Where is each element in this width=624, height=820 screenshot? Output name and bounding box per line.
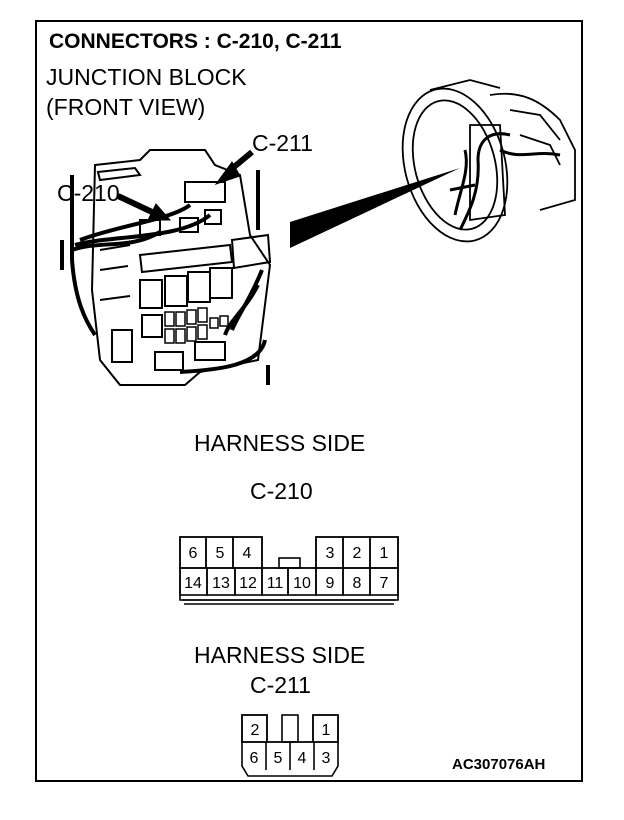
c210-pin-5: 5 <box>216 545 225 562</box>
callout-c210: C-210 <box>57 180 120 206</box>
figure-code: AC307076AH <box>452 756 546 773</box>
c211-pin-2: 2 <box>251 722 260 739</box>
c211-pin-6: 6 <box>250 750 259 767</box>
c210-pin-8: 8 <box>353 575 362 592</box>
c211-harness-side-label: HARNESS SIDE <box>194 642 366 668</box>
junction-block-label: JUNCTION BLOCK <box>46 64 247 90</box>
c210-pin-10: 10 <box>293 575 311 592</box>
c211-pin-5: 5 <box>274 750 283 767</box>
c210-pin-1: 1 <box>380 545 389 562</box>
c211-connector-name: C-211 <box>250 672 311 698</box>
callout-c211: C-211 <box>252 130 313 156</box>
page-title: CONNECTORS : C-210, C-211 <box>49 30 342 53</box>
front-view-label: (FRONT VIEW) <box>46 94 206 120</box>
c210-pin-11: 11 <box>267 575 284 592</box>
c211-pin-1: 1 <box>322 722 331 739</box>
c210-connector-name: C-210 <box>250 478 313 504</box>
c211-pin-3: 3 <box>322 750 331 767</box>
c210-pin-3: 3 <box>326 545 335 562</box>
c210-pin-9: 9 <box>326 575 335 592</box>
c210-pin-4: 4 <box>243 545 252 562</box>
c210-pin-12: 12 <box>239 575 257 592</box>
c210-pin-7: 7 <box>380 575 389 592</box>
c210-pin-2: 2 <box>353 545 362 562</box>
c210-pin-13: 13 <box>212 575 230 592</box>
diagram-frame <box>35 20 583 782</box>
c210-harness-side-label: HARNESS SIDE <box>194 430 366 456</box>
c210-pin-14: 14 <box>184 575 202 592</box>
c211-pin-4: 4 <box>298 750 307 767</box>
c210-pin-6: 6 <box>189 545 198 562</box>
